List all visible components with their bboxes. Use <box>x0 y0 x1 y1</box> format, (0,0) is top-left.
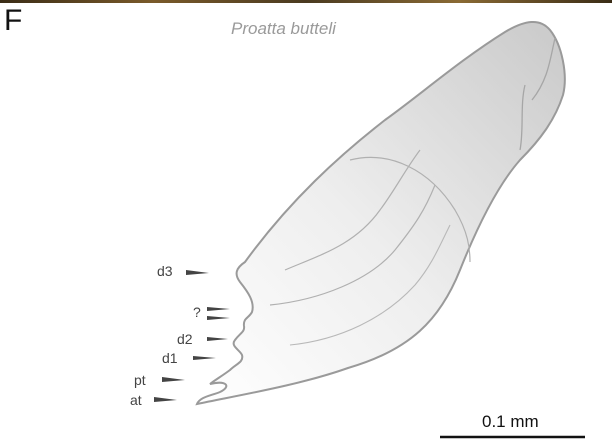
label-d3: d3 <box>157 263 173 279</box>
label-unknown: ? <box>193 304 201 320</box>
mandible-shape <box>197 22 565 404</box>
pointer-d1 <box>193 356 216 360</box>
pointer-d3 <box>186 270 209 275</box>
pointer-at <box>154 397 177 402</box>
pointer-unknown-lower <box>207 316 230 320</box>
pointer-d2 <box>207 337 228 341</box>
pointer-unknown-upper <box>207 307 230 311</box>
label-d2: d2 <box>177 331 193 347</box>
label-at: at <box>130 392 142 408</box>
label-d1: d1 <box>162 350 178 366</box>
scale-bar-label: 0.1 mm <box>482 412 539 431</box>
pointer-pt <box>162 377 185 382</box>
label-pt: pt <box>134 372 146 388</box>
